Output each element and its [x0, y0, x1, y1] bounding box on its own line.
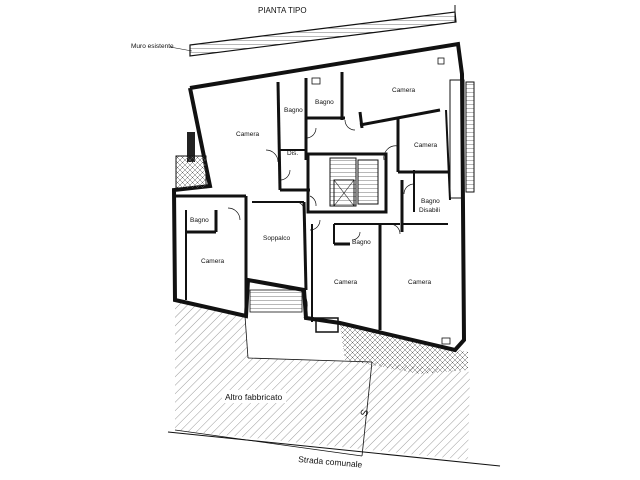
fixture-box-ne	[437, 57, 445, 65]
other-building-hatch	[175, 300, 470, 460]
existing-wall	[189, 5, 457, 57]
room-camera-w: Camera	[201, 258, 225, 265]
room-bagno-top-1: Bagno	[284, 107, 303, 114]
room-soppalco: Soppalco	[263, 235, 290, 242]
fixture-box	[311, 77, 321, 85]
room-camera-center: Camera	[334, 279, 358, 286]
room-bagno-top-2: Bagno	[315, 99, 334, 106]
stair-mark: S	[359, 408, 372, 418]
room-bagno-disabili-2: Disabili	[419, 207, 440, 214]
fixture-box-se	[441, 337, 451, 345]
plan-title: PIANTA TIPO	[258, 6, 307, 15]
room-bagno-disabili-1: Bagno	[421, 198, 440, 205]
room-dis: Dis.	[287, 150, 298, 157]
room-camera-nw: Camera	[236, 131, 260, 138]
interior-walls	[176, 72, 451, 330]
existing-wall-leader	[169, 46, 193, 52]
room-bagno-w: Bagno	[190, 217, 209, 224]
door-swings	[227, 119, 415, 241]
east-balcony	[465, 81, 475, 193]
room-camera-ne: Camera	[392, 87, 416, 94]
room-bagno-center: Bagno	[352, 239, 371, 246]
west-shaft	[175, 155, 207, 189]
stairwell	[329, 157, 379, 207]
west-column	[187, 132, 195, 162]
road-label: Strada comunale	[298, 454, 363, 470]
existing-wall-label: Muro esistente	[131, 43, 174, 50]
room-camera-e-small: Camera	[414, 142, 438, 149]
other-building-label: Altro fabbricato	[225, 392, 282, 402]
room-camera-se: Camera	[408, 279, 432, 286]
road-line	[167, 431, 501, 467]
external-steps	[249, 289, 308, 319]
entry-porch	[315, 317, 339, 333]
outer-walls	[171, 41, 467, 353]
